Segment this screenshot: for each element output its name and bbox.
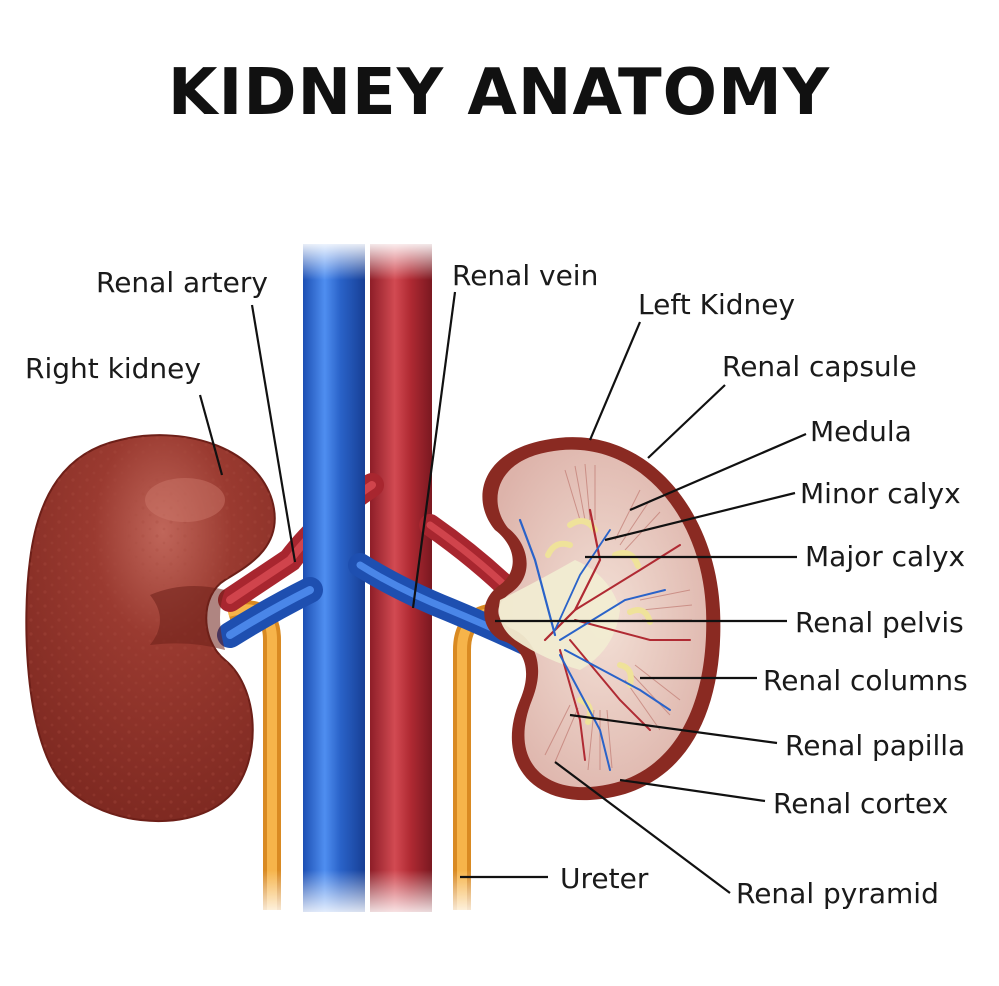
label-renal-columns: Renal columns xyxy=(763,664,968,697)
ureters xyxy=(225,600,506,910)
label-left-kidney: Left Kidney xyxy=(638,288,795,321)
label-medula: Medula xyxy=(810,415,912,448)
label-ureter: Ureter xyxy=(560,862,649,895)
left-kidney-section xyxy=(482,437,721,801)
label-renal-cortex: Renal cortex xyxy=(773,787,948,820)
leader-lines xyxy=(198,291,807,894)
label-renal-pyramid: Renal pyramid xyxy=(736,877,939,910)
label-renal-pelvis: Renal pelvis xyxy=(795,606,964,639)
page-title: KIDNEY ANATOMY xyxy=(168,56,830,130)
label-renal-capsule: Renal capsule xyxy=(722,350,917,383)
label-renal-vein: Renal vein xyxy=(452,259,598,292)
right-kidney-shape xyxy=(25,434,276,823)
label-renal-papilla: Renal papilla xyxy=(785,729,965,762)
label-right-kidney: Right kidney xyxy=(25,352,201,385)
label-renal-artery: Renal artery xyxy=(96,266,268,299)
label-minor-calyx: Minor calyx xyxy=(800,477,961,510)
label-major-calyx: Major calyx xyxy=(805,540,965,573)
